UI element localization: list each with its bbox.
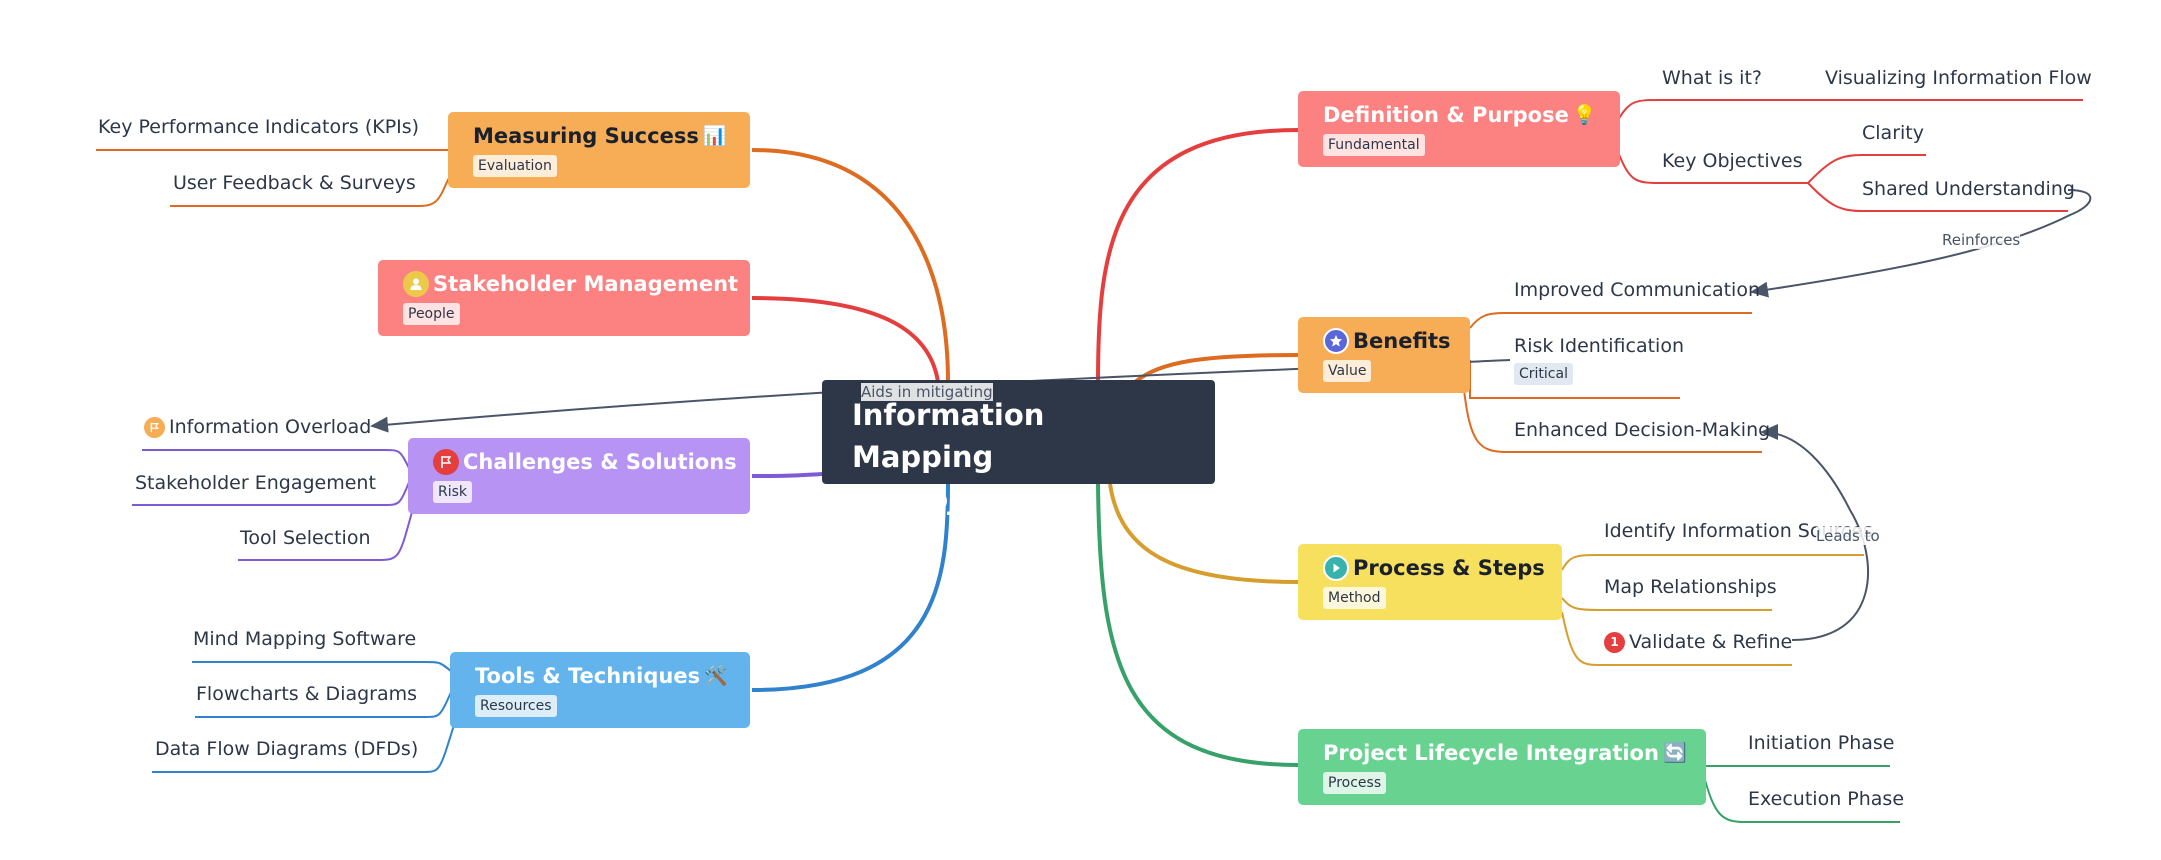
person-icon (403, 271, 429, 297)
topic-tag: Process (1323, 772, 1387, 794)
topic-tag: People (403, 303, 460, 325)
play-icon (1323, 555, 1349, 581)
topic-label: Benefits (1353, 329, 1451, 353)
root-title-line-1: Information Mapping (852, 398, 1045, 474)
leaf-what-is-it[interactable]: What is it? (1662, 67, 1762, 89)
topic-measuring-success[interactable]: Measuring Success 📊 Evaluation (448, 112, 750, 188)
star-icon (1323, 328, 1349, 354)
leaf-enhanced-decision-making[interactable]: Enhanced Decision-Making (1514, 419, 1771, 441)
leaf-improved-communication[interactable]: Improved Communication (1514, 279, 1760, 301)
topic-definition-purpose[interactable]: Definition & Purpose 💡 Fundamental (1298, 91, 1620, 167)
leaf-risk-identification[interactable]: Risk Identification Critical (1514, 333, 1684, 385)
topic-label: Definition & Purpose (1323, 103, 1569, 127)
topic-tag: Evaluation (473, 155, 557, 177)
leaf-identify-information-sources[interactable]: Identify Information Sources (1604, 520, 1873, 542)
leaf-data-flow-diagrams[interactable]: Data Flow Diagrams (DFDs) (155, 738, 419, 760)
link-benefits (1133, 353, 1299, 384)
link-tools (751, 481, 950, 692)
hammer-wrench-icon: 🛠️ (704, 665, 728, 687)
leaf-label: Validate & Refine (1629, 631, 1793, 653)
lightbulb-icon: 💡 (1572, 104, 1597, 126)
link-stakeholder (751, 296, 940, 383)
leaf-label: Information Overload (169, 416, 372, 438)
leaf-visualizing-information-flow[interactable]: Visualizing Information Flow (1825, 67, 2092, 89)
topic-challenges-solutions[interactable]: Challenges & Solutions Risk (408, 438, 750, 514)
relationship-aids-label: Aids in mitigating (861, 383, 993, 401)
relationship-reinforces-line (1750, 189, 2092, 298)
relationship-leads-label: Leads to (1816, 527, 1880, 545)
topic-tag: Resources (475, 695, 557, 717)
topic-label: Project Lifecycle Integration (1323, 741, 1659, 765)
topic-label: Process & Steps (1353, 556, 1545, 580)
leaf-stakeholder-engagement[interactable]: Stakeholder Engagement (135, 472, 376, 494)
leaf-tool-selection[interactable]: Tool Selection (240, 527, 371, 549)
topic-tag: Risk (433, 481, 473, 503)
leaf-key-objectives[interactable]: Key Objectives (1662, 150, 1803, 172)
leaf-clarity[interactable]: Clarity (1862, 122, 1924, 144)
topic-stakeholder-management[interactable]: Stakeholder Management People (378, 260, 750, 336)
topic-label: Stakeholder Management (433, 272, 739, 296)
leaf-shared-understanding[interactable]: Shared Understanding (1862, 178, 2075, 200)
leaf-information-overload[interactable]: Information Overload (144, 414, 371, 440)
flag-icon (433, 449, 459, 475)
leaf-map-relationships[interactable]: Map Relationships (1604, 576, 1777, 598)
topic-benefits[interactable]: Benefits Value (1298, 317, 1470, 393)
topic-label: Tools & Techniques (475, 664, 701, 688)
leaf-tag: Critical (1514, 363, 1573, 385)
topic-tag: Value (1323, 360, 1372, 382)
relationship-leads-line (1760, 424, 1870, 641)
link-process (1108, 483, 1299, 584)
priority-1-icon: 1 (1604, 631, 1625, 653)
topic-process-steps[interactable]: Process & Steps Method (1298, 544, 1562, 620)
leaf-initiation-phase[interactable]: Initiation Phase (1748, 732, 1895, 754)
topic-tag: Method (1323, 587, 1386, 609)
topic-tools-techniques[interactable]: Tools & Techniques 🛠️ Resources (450, 652, 750, 728)
leaf-label: Risk Identification (1514, 335, 1684, 357)
link-definition (1096, 128, 1299, 383)
root-title-line-2: in Projects (852, 482, 1027, 516)
topic-label: Measuring Success (473, 124, 699, 148)
topic-label: Challenges & Solutions (463, 450, 737, 474)
bar-chart-icon: 📊 (702, 125, 727, 147)
refresh-icon: 🔄 (1662, 742, 1687, 764)
leaf-validate-refine[interactable]: 1 Validate & Refine (1604, 629, 1792, 655)
leaf-mind-mapping-software[interactable]: Mind Mapping Software (193, 628, 417, 650)
link-challenges (751, 472, 823, 478)
leaf-flowcharts-diagrams[interactable]: Flowcharts & Diagrams (196, 683, 418, 705)
link-measuring (751, 148, 950, 383)
leaf-kpis[interactable]: Key Performance Indicators (KPIs) (98, 116, 420, 138)
link-lifecycle (1096, 483, 1299, 767)
leaf-execution-phase[interactable]: Execution Phase (1748, 788, 1905, 810)
leaf-user-feedback[interactable]: User Feedback & Surveys (173, 172, 416, 194)
topic-project-lifecycle-integration[interactable]: Project Lifecycle Integration 🔄 Process (1298, 729, 1706, 805)
flag-icon (144, 416, 165, 438)
relationship-reinforces-label: Reinforces (1942, 231, 2021, 249)
topic-tag: Fundamental (1323, 134, 1425, 156)
